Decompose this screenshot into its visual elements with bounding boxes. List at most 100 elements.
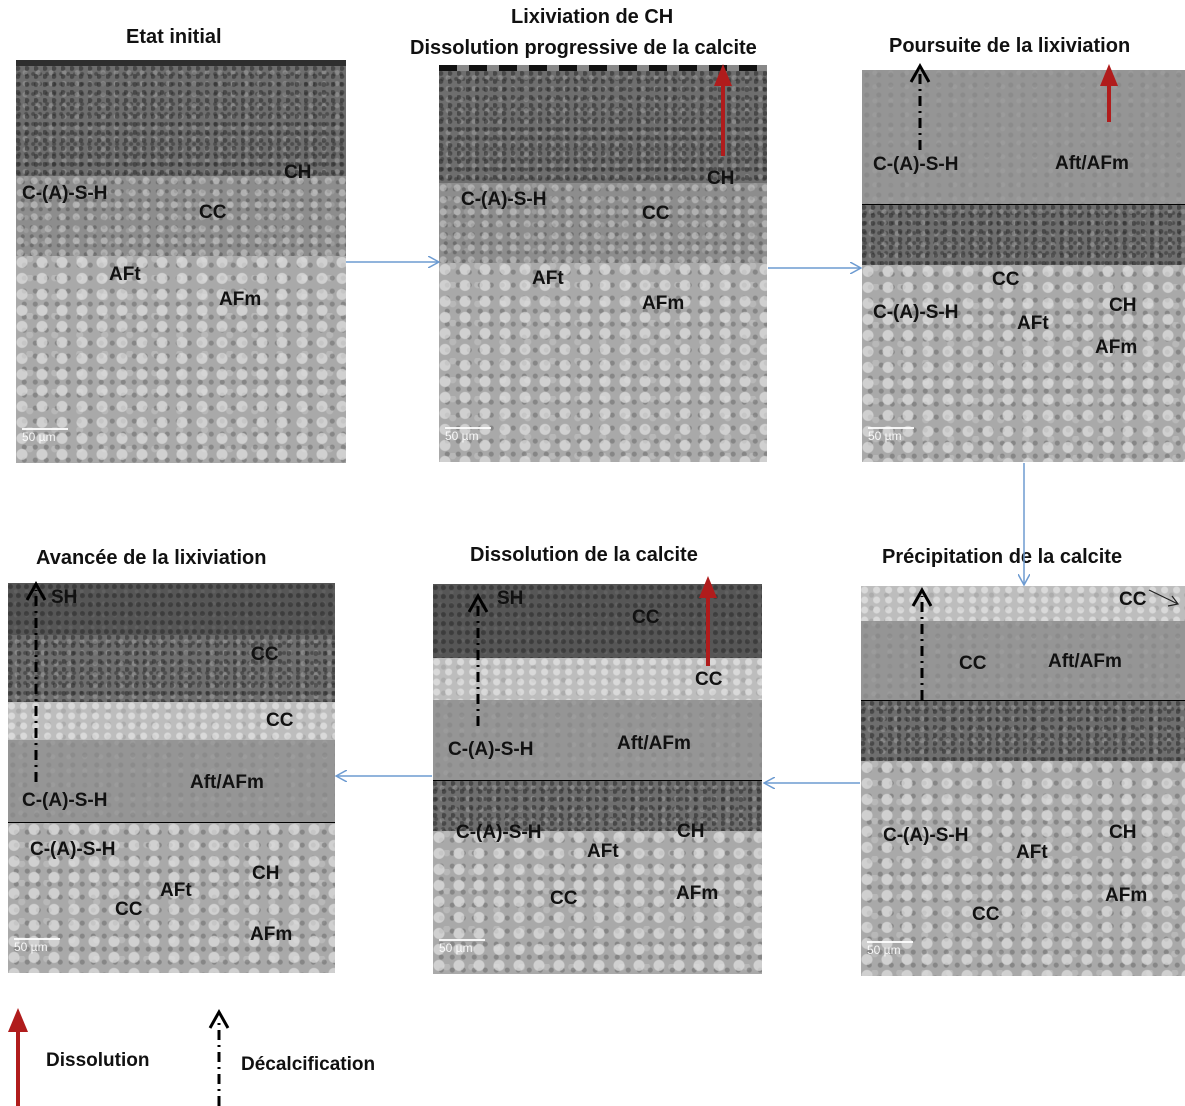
label-cc-bottom: CC (550, 888, 578, 909)
label-ch: CH (677, 821, 705, 842)
panel-poursuite: C-(A)-S-H Aft/AFm CC C-(A)-S-H AFt CH AF… (862, 70, 1185, 462)
label-cc: CC (992, 269, 1020, 290)
front-line (862, 204, 1185, 205)
layer-transition (861, 701, 1185, 761)
layer-transition (862, 205, 1185, 265)
layer-cc (8, 635, 335, 702)
label-aft-afm: Aft/AFm (190, 772, 264, 793)
panel3-title: Poursuite de la lixiviation (889, 35, 1131, 57)
panel-lixiviation-ch: C-(A)-S-H CC CH AFt AFm 50 µm (439, 65, 767, 462)
cc-precip-arrow (1148, 589, 1180, 607)
layer-degraded (433, 700, 762, 780)
label-afm: AFm (676, 883, 719, 904)
label-aft: AFt (109, 264, 141, 285)
label-csh: C-(A)-S-H (30, 839, 116, 860)
label-csh: C-(A)-S-H (456, 822, 542, 843)
label-cc-bottom: CC (972, 904, 1000, 925)
legend-dissolution-arrow (8, 1008, 28, 1106)
label-cc-mid: CC (266, 710, 294, 731)
scale-bar: 50 µm (868, 427, 914, 442)
dashed-surface (439, 65, 767, 71)
layer-sound (862, 265, 1185, 462)
decalcification-arrow-p6 (25, 580, 47, 782)
label-ch: CH (707, 168, 735, 189)
decalcification-arrow-p5 (467, 592, 489, 726)
label-csh-top: C-(A)-S-H (22, 790, 108, 811)
panel5-title: Dissolution de la calcite (470, 544, 698, 566)
legend-decalcification-label: Décalcification (241, 1054, 376, 1075)
panel-avancee: SH CC CC Aft/AFm C-(A)-S-H C-(A)-S-H CH … (8, 583, 335, 973)
panel2-title-line1: Lixiviation de CH (511, 6, 674, 28)
label-afm: AFm (250, 924, 293, 945)
scale-bar: 50 µm (22, 428, 68, 443)
panel2-title-line2: Dissolution progressive de la calcite (410, 37, 757, 59)
label-aft-afm: Aft/AFm (617, 733, 691, 754)
label-aft-afm: Aft/AFm (1048, 651, 1122, 672)
label-cc-bottom: CC (115, 899, 143, 920)
layer-sh (8, 583, 335, 635)
label-cc: CC (959, 653, 987, 674)
label-cc: CC (642, 203, 670, 224)
label-sh: SH (497, 588, 524, 609)
legend-decalcification-arrow (208, 1008, 230, 1106)
layer-degraded (862, 70, 1185, 204)
label-afm: AFm (642, 293, 685, 314)
label-afm: AFm (1105, 885, 1148, 906)
label-aft: AFt (532, 268, 564, 289)
decalcification-arrow-p4 (911, 586, 933, 700)
label-sh: SH (51, 587, 78, 608)
label-csh: C-(A)-S-H (461, 189, 547, 210)
label-ch: CH (284, 162, 312, 183)
panel4-title: Précipitation de la calcite (882, 546, 1123, 568)
label-aft: AFt (1016, 842, 1048, 863)
label-cc-top: CC (1119, 589, 1147, 610)
front-line (8, 822, 335, 823)
dissolution-arrow-p3 (1100, 64, 1118, 122)
label-aft: AFt (160, 880, 192, 901)
layer-sound (439, 263, 767, 462)
label-cc-mid: CC (695, 669, 723, 690)
label-csh-top: C-(A)-S-H (873, 154, 959, 175)
label-aft: AFt (1017, 313, 1049, 334)
panel6-title: Avancée de la lixiviation (36, 547, 267, 569)
layer-sound (861, 761, 1185, 976)
label-aft-afm: Aft/AFm (1055, 153, 1129, 174)
label-afm: AFm (1095, 337, 1138, 358)
scale-bar: 50 µm (445, 427, 491, 442)
dissolution-arrow-p2 (714, 64, 732, 156)
label-aft: AFt (587, 841, 619, 862)
label-ch: CH (252, 863, 280, 884)
layer-surface (16, 66, 346, 176)
panel-precipitation: CC CC Aft/AFm C-(A)-S-H AFt CH AFm CC 50… (861, 586, 1185, 976)
label-cc-top: CC (632, 607, 660, 628)
layer-middle (439, 183, 767, 263)
dissolution-arrow-p5 (699, 576, 717, 666)
layer-sound (8, 823, 335, 973)
decalcification-arrow-p3 (909, 62, 931, 150)
scale-bar: 50 µm (439, 939, 485, 954)
layer-degraded (8, 740, 335, 822)
label-ch: CH (1109, 295, 1137, 316)
layer-degraded (861, 621, 1185, 700)
label-cc-top: CC (251, 644, 279, 665)
scale-bar: 50 µm (867, 941, 913, 956)
label-csh-top: C-(A)-S-H (448, 739, 534, 760)
label-cc: CC (199, 202, 227, 223)
layer-transition (433, 781, 762, 831)
panel-etat-initial: C-(A)-S-H CC CH AFt AFm 50 µm (16, 60, 346, 463)
layer-surface (439, 71, 767, 183)
layer-sound (433, 831, 762, 974)
surface-edge (16, 60, 346, 66)
label-afm: AFm (219, 289, 262, 310)
label-csh: C-(A)-S-H (873, 302, 959, 323)
label-ch: CH (1109, 822, 1137, 843)
layer-sound (16, 256, 346, 463)
layer-middle (16, 176, 346, 256)
layer-calcite (8, 702, 335, 740)
panel1-title: Etat initial (126, 26, 222, 48)
label-csh: C-(A)-S-H (22, 183, 108, 204)
front-line (433, 780, 762, 781)
scale-bar: 50 µm (14, 938, 60, 953)
label-csh: C-(A)-S-H (883, 825, 969, 846)
